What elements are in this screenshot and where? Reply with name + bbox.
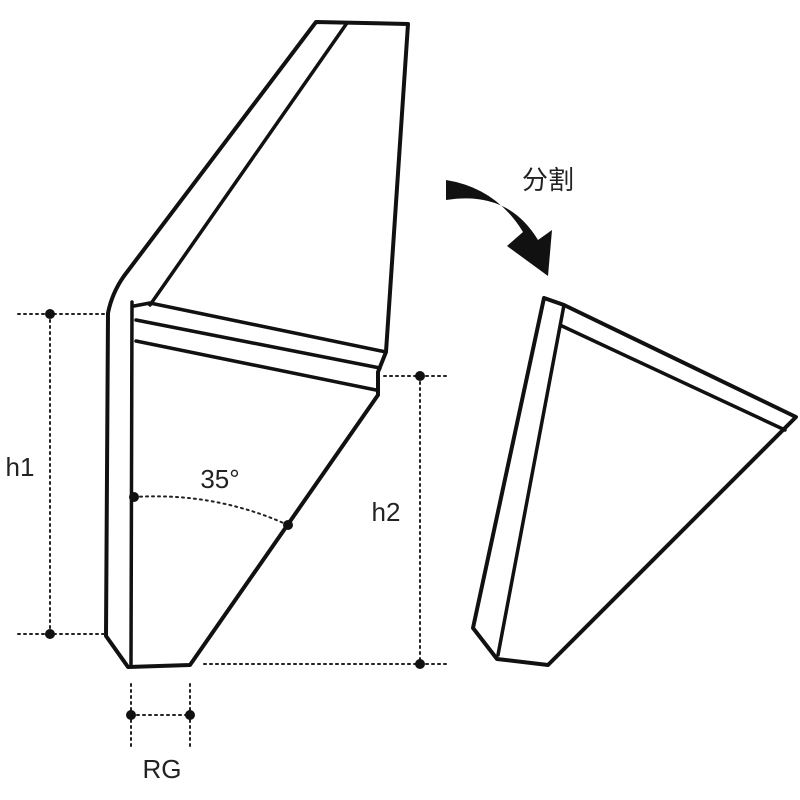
blade-piece-outline <box>471 296 798 667</box>
h2-bottom-point <box>415 659 425 669</box>
dimension-h2: h2 <box>203 371 451 669</box>
h2-top-point <box>415 371 425 381</box>
split-groove-lower <box>134 339 378 392</box>
h1-label: h1 <box>6 452 35 482</box>
split-groove-upper <box>132 301 388 354</box>
blade-split-piece <box>471 296 798 667</box>
rg-left-point <box>126 710 136 720</box>
split-arrow-icon <box>446 180 552 276</box>
rg-label: RG <box>143 754 182 784</box>
angle-start-point <box>129 492 139 502</box>
dimension-h1: h1 <box>0 309 105 639</box>
blade-full <box>104 20 410 669</box>
split-label: 分割 <box>522 166 574 196</box>
angle-label: 35° <box>200 464 239 494</box>
angle-indicator: 35° <box>129 464 293 530</box>
split-arrow: 分割 <box>446 166 574 276</box>
blade-piece-front-edge <box>496 303 566 657</box>
angle-end-point <box>283 520 293 530</box>
h1-top-point <box>45 309 55 319</box>
h1-bottom-point <box>45 629 55 639</box>
blade-front-edge <box>129 300 134 666</box>
blade-spine-line <box>148 21 349 307</box>
split-groove-middle <box>134 318 382 370</box>
rg-right-point <box>185 710 195 720</box>
dimension-rg: RG <box>126 683 195 784</box>
h2-label: h2 <box>372 497 401 527</box>
blade-piece-top-band <box>560 324 787 432</box>
h1-label-bg <box>0 448 44 484</box>
angle-arc <box>133 495 289 526</box>
